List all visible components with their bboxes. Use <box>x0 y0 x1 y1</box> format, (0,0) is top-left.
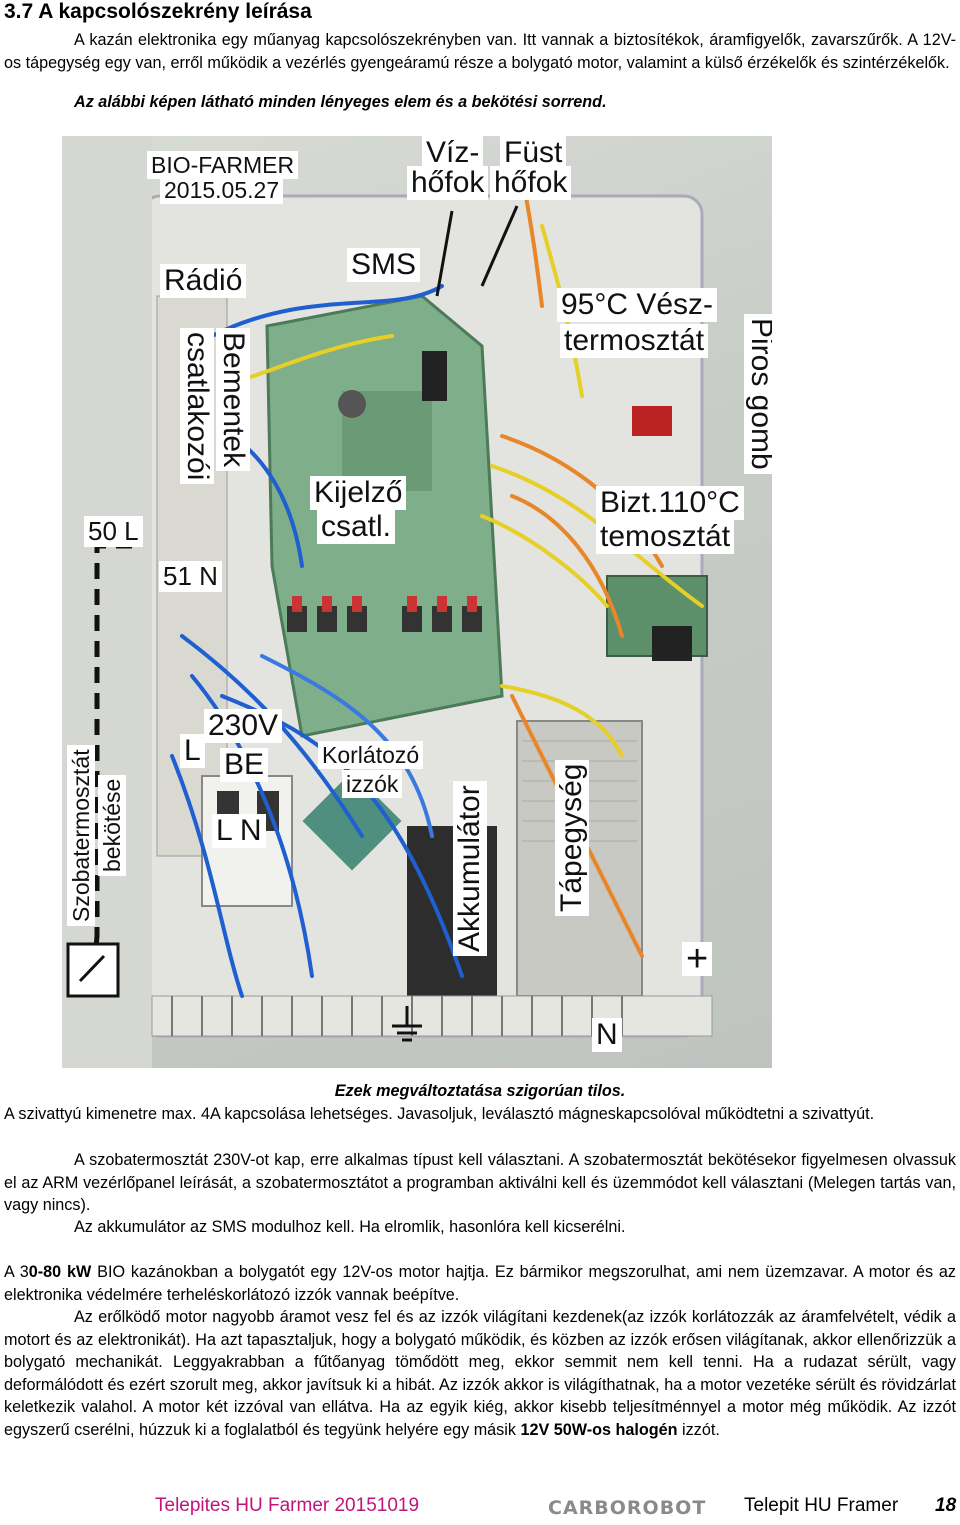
paragraph-lamps-post: izzót. <box>677 1420 720 1439</box>
label-50-l: 50 L <box>84 516 143 547</box>
label-fust-hofok-2: hőfok <box>490 166 572 200</box>
paragraph-motor-bold: 0-80 kW <box>28 1263 92 1281</box>
paragraph-motor-pre: A 3 <box>4 1263 29 1281</box>
label-be: BE <box>220 748 269 782</box>
footer-right: Telepit HU Framer <box>744 1495 899 1516</box>
label-bio-farmer: BIO-FARMER <box>147 151 299 179</box>
paragraph-battery: Az akkumulátor az SMS modulhoz kell. Ha … <box>74 1218 626 1236</box>
control-box-photo: BIO-FARMER 2015.05.27 Víz- hőfok Füst hő… <box>62 136 772 1068</box>
paragraph-thermostat: A szobatermosztát 230V-ot kap, erre alka… <box>4 1151 956 1214</box>
label-viz-hofok-1: Víz- <box>422 136 484 170</box>
paragraph-motor-post: BIO kazánokban a bolygatót egy 12V-os mo… <box>4 1263 956 1304</box>
paragraph-lamps: Az erőlködő motor nagyobb áramot vesz fe… <box>4 1306 956 1441</box>
paragraph-lamps-bold: 12V 50W-os halogén <box>520 1420 678 1439</box>
label-fust-hofok-1: Füst <box>500 136 567 170</box>
label-kijelzo-1: Kijelző <box>310 476 407 510</box>
paragraph-pump: A szivattyú kimenetre max. 4A kapcsolása… <box>4 1105 875 1123</box>
paragraph-lamps-pre: Az erőlködő motor nagyobb áramot vesz fe… <box>4 1308 956 1439</box>
label-radio: Rádió <box>160 264 247 298</box>
paragraph-motor: A 30-80 kW BIO kazánokban a bolygatót eg… <box>4 1261 956 1306</box>
footer-left: Telepites HU Farmer 20151019 <box>155 1495 420 1516</box>
label-piros-gomb: Piros gomb <box>744 314 772 474</box>
label-bekotese: bekötése <box>98 774 126 876</box>
wiring-illustration <box>62 136 713 1068</box>
photo-caption: Ezek megváltoztatása szigorúan tilos. <box>334 1082 626 1100</box>
page-number: 18 <box>935 1495 957 1516</box>
label-230v: 230V <box>204 709 283 743</box>
label-kijelzo-2: csatl. <box>317 510 396 544</box>
label-sms: SMS <box>347 248 421 282</box>
label-plus: + <box>682 940 713 978</box>
label-51-n: 51 N <box>159 561 222 592</box>
label-vesz-1: 95°C Vész- <box>557 288 718 322</box>
label-viz-hofok-2: hőfok <box>407 166 489 200</box>
label-korlatozo-2: izzók <box>342 770 403 798</box>
label-akkumulator: Akkumulátor <box>453 781 487 956</box>
label-vesz-2: termosztát <box>560 324 709 358</box>
intro-paragraph: A kazán elektronika egy műanyag kapcsoló… <box>4 31 956 72</box>
label-l: L <box>180 734 205 768</box>
intro-emphasis: Az alábbi képen látható minden lényeges … <box>74 93 607 111</box>
section-heading: 3.7 A kapcsolószekrény leírása <box>4 0 312 23</box>
label-bementek-1: Bementek <box>216 328 250 472</box>
label-n: N <box>592 1018 622 1052</box>
label-bementek-2: csatlakozói <box>180 328 214 485</box>
label-bizt-1: Bizt.110°C <box>596 486 744 520</box>
label-tapegyseg: Tápegység <box>555 759 589 916</box>
label-bizt-2: temosztát <box>596 520 735 554</box>
label-korlatozo-1: Korlátozó <box>318 741 424 769</box>
label-date: 2015.05.27 <box>160 176 284 204</box>
footer-logo: CARBOROBOT <box>548 1497 707 1519</box>
label-l-n: L N <box>212 814 266 848</box>
label-szobatermosztat: Szobatermosztát <box>67 745 95 926</box>
